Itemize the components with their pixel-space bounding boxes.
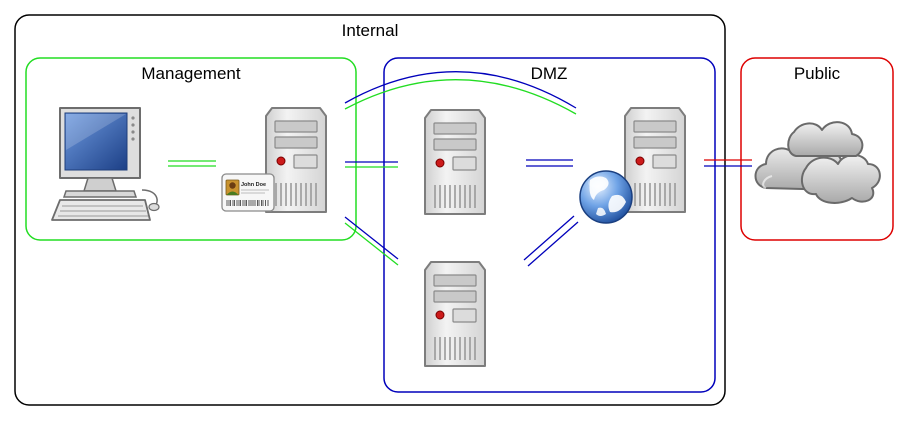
connection-mgmt-to-dmz-server-bottom xyxy=(344,216,399,266)
connection-mgmt-arc-to-web-server xyxy=(344,71,577,115)
cloud-icon xyxy=(754,121,881,204)
computer-icon xyxy=(51,107,160,221)
zone-management xyxy=(25,57,357,241)
server-icon xyxy=(265,107,327,213)
id-card-icon: John Doe xyxy=(221,173,275,212)
zone-internal-label: Internal xyxy=(342,21,399,40)
server-icon xyxy=(624,107,686,213)
zone-dmz-label: DMZ xyxy=(531,64,568,83)
zone-public-label: Public xyxy=(794,64,841,83)
connection-dmz-bottom-to-web xyxy=(523,215,579,267)
connection-workstation-to-mgmt-server xyxy=(168,160,216,167)
connection-web-to-public xyxy=(704,159,752,167)
zone-management-label: Management xyxy=(141,64,241,83)
zone-dmz xyxy=(383,57,716,393)
connection-dmz-top-to-web xyxy=(526,159,573,167)
zone-public xyxy=(740,57,894,241)
server-icon xyxy=(424,261,486,367)
globe-icon xyxy=(579,170,633,224)
server-icon xyxy=(424,109,486,215)
id-card-name: John Doe xyxy=(241,182,266,188)
zone-internal xyxy=(14,14,726,406)
connection-mgmt-to-dmz-server-top xyxy=(345,161,398,168)
